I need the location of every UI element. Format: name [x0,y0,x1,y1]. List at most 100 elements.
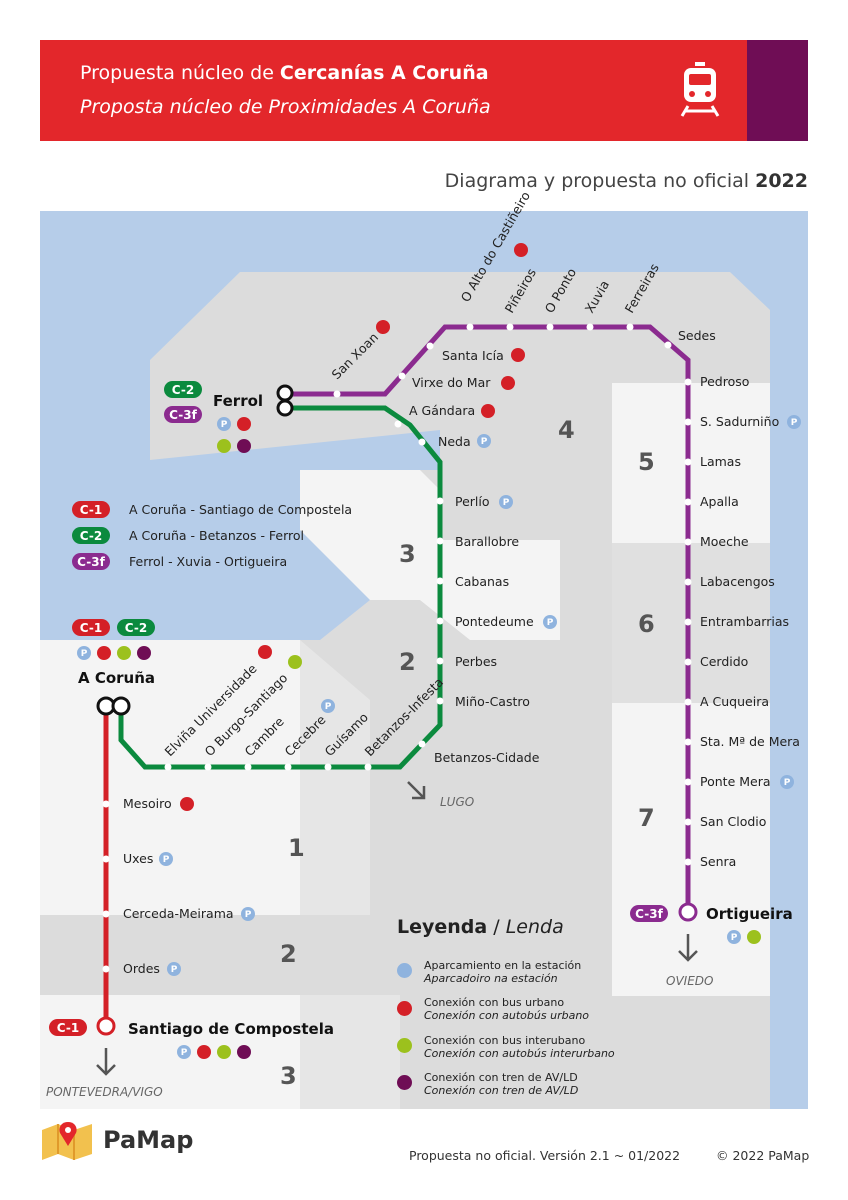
station-entrambarrias[interactable]: Entrambarrias [684,614,790,629]
station-ponte-mera[interactable]: Ponte Mera [684,774,771,789]
terminal-santiago[interactable] [96,1016,116,1036]
station-ordes[interactable]: Ordes [102,961,160,976]
bus-icon [288,655,302,669]
svg-text:P: P [791,418,798,428]
station-pedroso[interactable]: Pedroso [684,374,750,389]
svg-text:OVIEDO: OVIEDO [666,974,713,988]
footer-copyright: © 2022 PaMap [716,1148,810,1163]
header-banner: Propuesta núcleo de Cercanías A Coruña P… [40,40,808,141]
svg-text:Miño-Castro: Miño-Castro [455,694,530,709]
svg-text:Lamas: Lamas [700,454,741,469]
station-s-sadurnino[interactable]: S. Sadurniño [684,414,780,429]
station-lamas[interactable]: Lamas [684,454,741,469]
svg-text:Neda: Neda [438,434,471,449]
svg-text:Perlío: Perlío [455,494,490,509]
station-a-gandara[interactable]: A Gándara [394,403,476,428]
svg-text:Cerceda-Meirama: Cerceda-Meirama [123,906,234,921]
station-sta-ma-de-mera[interactable]: Sta. Mª de Mera [684,734,800,749]
svg-text:A Cuqueira: A Cuqueira [700,694,769,709]
svg-text:C-1: C-1 [80,621,102,635]
bus-icon [117,646,131,660]
station-sedes[interactable]: Sedes [664,328,716,349]
parking-icon: P [77,646,91,660]
svg-text:Senra: Senra [700,854,736,869]
parking-icon: P [321,699,335,713]
bus-icon [397,1001,412,1016]
station-uxes[interactable]: Uxes [102,851,154,866]
city-ferrol: Ferrol [213,392,263,410]
bus-icon [217,439,231,453]
station-mino-castro[interactable]: Miño-Castro [436,694,530,709]
station-pontedeume[interactable]: Pontedeume [436,614,534,629]
svg-text:S. Sadurniño: S. Sadurniño [700,414,779,429]
coruna-area [40,640,300,915]
station-cerdido[interactable]: Cerdido [684,654,749,669]
svg-text:Uxes: Uxes [123,851,153,866]
badge-c1-coruna: C-1 [72,619,110,636]
svg-text:Ponte Mera: Ponte Mera [700,774,771,789]
svg-text:A Gándara: A Gándara [409,403,475,418]
station-barallobre[interactable]: Barallobre [436,534,520,549]
station-senra[interactable]: Senra [684,854,737,869]
svg-text:P: P [731,933,738,943]
svg-text:A Coruña - Santiago de Compost: A Coruña - Santiago de Compostela [129,502,352,517]
svg-text:Mesoiro: Mesoiro [123,796,172,811]
svg-text:PONTEVEDRA/VIGO: PONTEVEDRA/VIGO [46,1085,163,1099]
parking-icon [397,963,412,978]
station-betanzos-cidade[interactable]: Betanzos-Cidade [418,740,540,766]
bus-icon [397,1038,412,1053]
city-ortigueira: Ortigueira [706,905,793,923]
station-moeche[interactable]: Moeche [684,534,749,549]
station-mesoiro[interactable]: Mesoiro [102,796,172,811]
svg-text:Ordes: Ordes [123,961,160,976]
direction-vigo: PONTEVEDRA/VIGO [46,1048,163,1099]
parking-icon: P [787,415,801,429]
terminal-ortigueira[interactable] [678,902,698,922]
train-icon [237,439,251,453]
bus-icon [481,404,495,418]
station-san-clodio[interactable]: San Clodio [684,814,767,829]
zone-label: 5 [638,448,655,476]
svg-text:Labacengos: Labacengos [700,574,775,589]
bus-icon [747,930,761,944]
svg-text:Cerdido: Cerdido [700,654,748,669]
station-neda[interactable]: Neda [418,434,471,449]
station-perbes[interactable]: Perbes [436,654,498,669]
station-cabanas[interactable]: Cabanas [436,574,510,589]
station-cerceda-meirama[interactable]: Cerceda-Meirama [102,906,234,921]
station-labacengos[interactable]: Labacengos [684,574,775,589]
bus-icon [97,646,111,660]
zone-label: 2 [399,648,416,676]
diagram-tagline: Diagrama y propuesta no oficial 2022 [444,170,808,192]
header-band [747,40,808,141]
brand-name: PaMap [103,1126,194,1154]
bus-icon [197,1045,211,1059]
svg-text:Pedroso: Pedroso [700,374,749,389]
svg-text:P: P [547,618,554,628]
svg-text:P: P [481,437,488,447]
city-santiago: Santiago de Compostela [128,1020,334,1038]
badge-c1-santiago: C-1 [49,1019,87,1036]
direction-oviedo: OVIEDO [666,934,713,988]
terminal-ferrol[interactable] [276,384,294,417]
station-perlio[interactable]: Perlío [436,494,490,509]
zone-3-area [300,470,560,640]
zone-label: 3 [280,1062,297,1090]
station-apalla[interactable]: Apalla [684,494,739,509]
parking-icon: P [177,1045,191,1059]
station-santa-icia[interactable]: Santa Icía [426,342,504,364]
header-title: Propuesta núcleo de Cercanías A Coruña [80,62,489,84]
terminal-coruna[interactable] [96,696,131,716]
svg-text:Santa Icía: Santa Icía [442,348,504,363]
parking-icon: P [241,907,255,921]
zone-label: 3 [399,540,416,568]
station-virxe-do-mar[interactable]: Virxe do Mar [398,372,492,391]
bus-icon [511,348,525,362]
station-a-cuqueira[interactable]: A Cuqueira [684,694,770,709]
svg-text:San Clodio: San Clodio [700,814,766,829]
train-icon [137,646,151,660]
svg-text:P: P [81,649,88,659]
